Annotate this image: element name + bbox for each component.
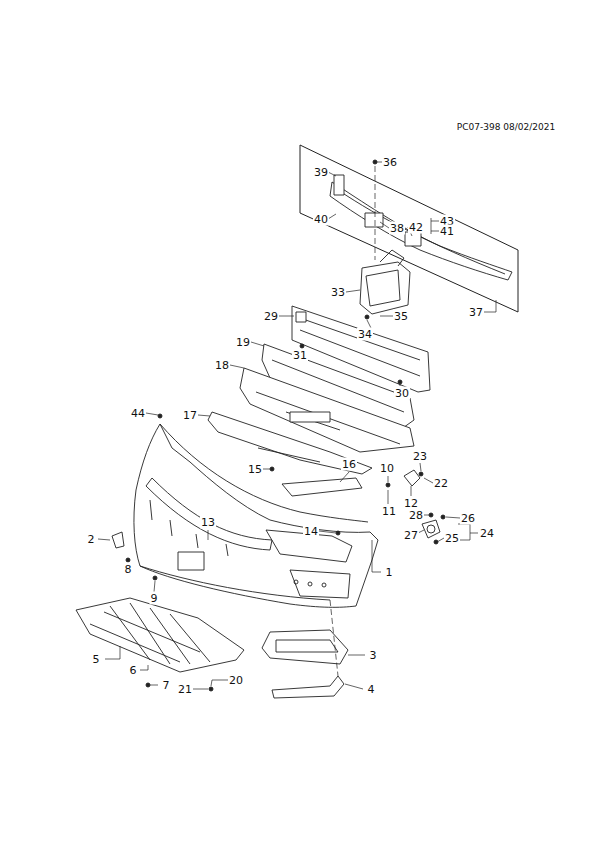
callout-number: 11 <box>381 505 397 518</box>
callout-number: 2 <box>87 533 96 546</box>
callout-number: 33 <box>330 286 346 299</box>
callout-number: 19 <box>235 336 251 349</box>
callout-number: 41 <box>439 225 455 238</box>
callout-number: 22 <box>433 477 449 490</box>
callout-number: 31 <box>292 349 308 362</box>
callout-number: 13 <box>200 516 216 529</box>
callout-number: 39 <box>313 166 329 179</box>
callout-number: 42 <box>408 221 424 234</box>
callout-number: 3 <box>369 649 378 662</box>
callout-number: 40 <box>313 213 329 226</box>
callout-number: 35 <box>393 310 409 323</box>
callout-number: 26 <box>460 512 476 525</box>
callout-number: 34 <box>357 328 373 341</box>
callout-number: 28 <box>408 509 424 522</box>
callout-number: 20 <box>228 674 244 687</box>
callout-number: 5 <box>92 653 101 666</box>
callout-number: 30 <box>394 387 410 400</box>
callout-number: 1 <box>385 566 394 579</box>
callout-number: 25 <box>444 532 460 545</box>
callout-number: 24 <box>479 527 495 540</box>
drawing-number: PC07-398 08/02/2021 <box>456 122 556 133</box>
callout-number: 15 <box>247 463 263 476</box>
callout-number: 16 <box>341 458 357 471</box>
callout-number: 44 <box>130 407 146 420</box>
callout-number: 37 <box>468 306 484 319</box>
callout-number: 7 <box>162 679 171 692</box>
callout-number: 23 <box>412 450 428 463</box>
callout-number: 27 <box>403 529 419 542</box>
callout-number: 29 <box>263 310 279 323</box>
callout-number: 6 <box>129 664 138 677</box>
callout-number: 18 <box>214 359 230 372</box>
callout-number: 14 <box>303 525 319 538</box>
callout-number: 4 <box>367 683 376 696</box>
callout-number: 21 <box>177 683 193 696</box>
callout-number: 9 <box>150 592 159 605</box>
callout-number: 8 <box>124 563 133 576</box>
callout-number: 36 <box>382 156 398 169</box>
callout-number: 10 <box>379 462 395 475</box>
callout-number: 38 <box>389 222 405 235</box>
callout-number: 17 <box>182 409 198 422</box>
